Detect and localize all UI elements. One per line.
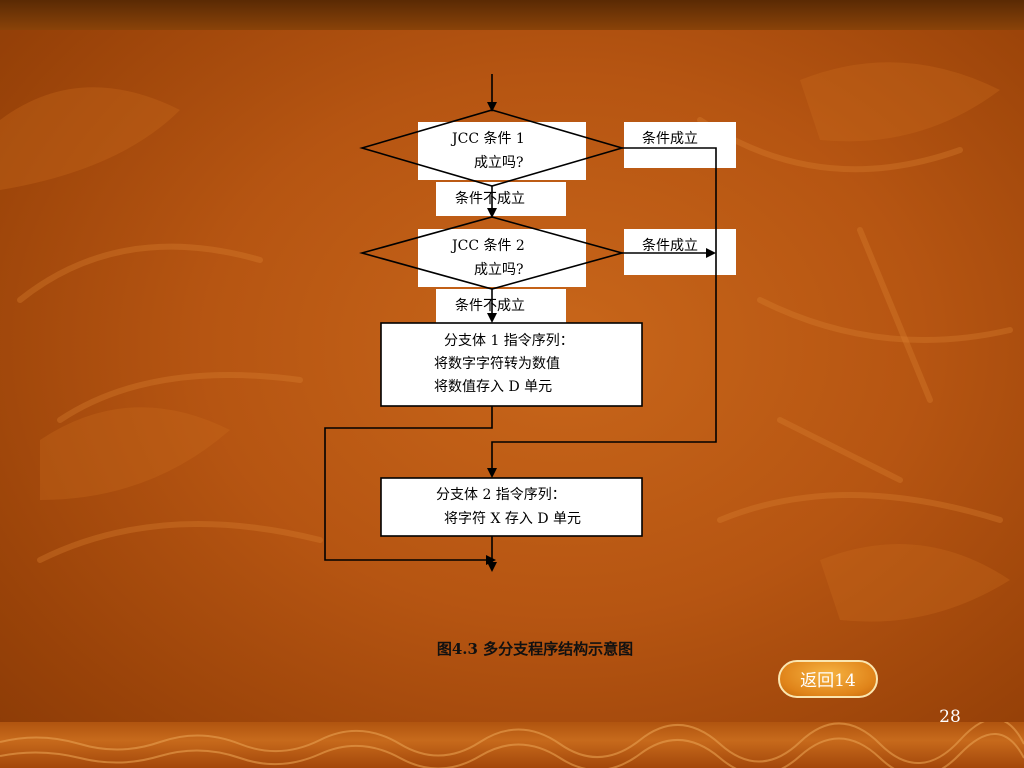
decision1-no-label: 条件不成立 xyxy=(455,191,525,207)
branch1-line3: 将数值存入 D 单元 xyxy=(434,379,553,395)
decision2-line2: 成立吗? xyxy=(474,262,524,278)
branch2-box xyxy=(380,477,643,537)
decision1-line1: JCC 条件 1 xyxy=(452,131,525,147)
decision1-label-bg xyxy=(418,122,586,180)
page-number: 28 xyxy=(939,707,961,727)
branch1-line2: 将数字字符转为数值 xyxy=(434,356,560,372)
decision1-line2: 成立吗? xyxy=(474,155,524,171)
branch1-box xyxy=(380,322,643,407)
branch1-exit-path xyxy=(324,406,496,565)
bottom-band xyxy=(0,718,1024,768)
decision2-no-bg xyxy=(436,289,566,323)
decision1-no-bg xyxy=(436,182,566,216)
top-band xyxy=(0,0,1024,30)
branch2-line2: 将字符 X 存入 D 单元 xyxy=(444,511,581,527)
decision2-label-bg xyxy=(418,229,586,287)
branch2-line1: 分支体 2 指令序列： xyxy=(436,487,566,503)
decision2-line1: JCC 条件 2 xyxy=(452,238,525,254)
decision2-no-label: 条件不成立 xyxy=(455,298,525,314)
branch1-line1: 分支体 1 指令序列： xyxy=(444,333,574,349)
back-button[interactable]: 返回14 xyxy=(778,660,878,698)
figure-caption: 图4.3 多分支程序结构示意图 xyxy=(436,640,634,658)
decision1-yes-bg xyxy=(624,122,736,168)
decision2-yes-bg xyxy=(624,229,736,275)
bottom-band-pattern xyxy=(0,718,1024,768)
decision1-yes-path xyxy=(487,147,717,478)
decision2-yes-label: 条件成立 xyxy=(642,238,698,254)
decision1-yes-label: 条件成立 xyxy=(642,131,698,147)
